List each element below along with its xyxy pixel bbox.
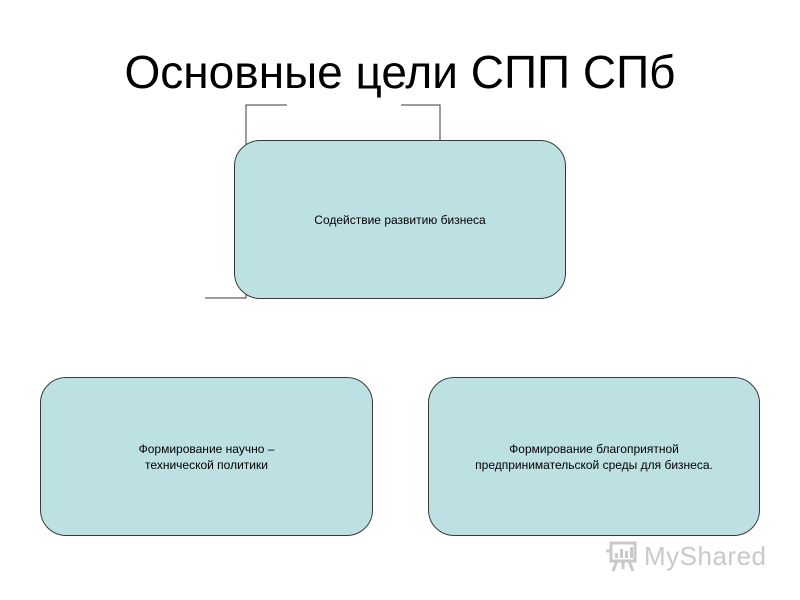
- node-right: Формирование благоприятной предпринимате…: [428, 377, 760, 536]
- node-right-label-line2: предпринимательской среды для бизнеса.: [475, 457, 713, 472]
- node-left-label-line1: Формирование научно –: [138, 441, 275, 456]
- node-top: Содействие развитию бизнеса: [234, 140, 566, 299]
- presentation-board-icon: [606, 541, 637, 572]
- watermark-text: MyShared: [644, 540, 767, 571]
- node-left-label-line2: технической политики: [145, 457, 268, 472]
- node-right-label-line1: Формирование благоприятной: [509, 441, 679, 456]
- node-left: Формирование научно – технической полити…: [40, 377, 373, 536]
- watermark: MyShared: [604, 536, 774, 576]
- node-top-label: Содействие развитию бизнеса: [314, 212, 486, 227]
- slide-title: Основные цели СПП СПб: [124, 46, 676, 98]
